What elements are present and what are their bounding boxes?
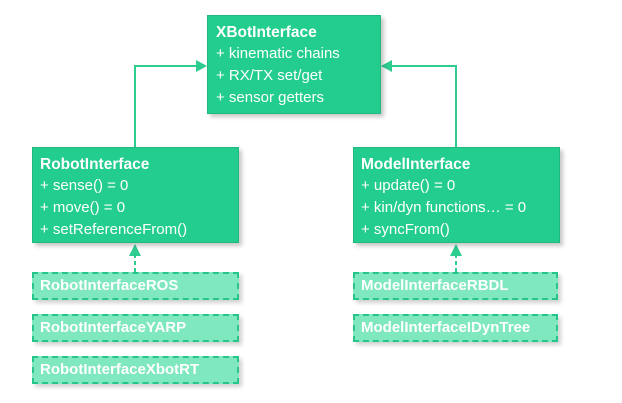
implementation-box-robotinterfaceyarp: RobotInterfaceYARP — [32, 314, 239, 342]
class-member: + move() = 0 — [40, 199, 126, 216]
implementation-box-robotinterfaceros: RobotInterfaceROS — [32, 272, 239, 300]
class-name: RobotInterface — [40, 156, 150, 173]
class-box-robotinterface: RobotInterface + sense() = 0 + move() = … — [32, 147, 239, 243]
arrowhead-icon — [196, 60, 207, 72]
inheritance-arrow-robot — [134, 65, 197, 147]
arrowhead-icon — [381, 60, 392, 72]
class-member: + sense() = 0 — [40, 177, 129, 194]
class-member: + RX/TX set/get — [216, 67, 323, 84]
arrowhead-icon — [129, 244, 141, 256]
class-member: + sensor getters — [216, 89, 324, 106]
implementation-box-robotinterfacexbotrt: RobotInterfaceXbotRT — [32, 356, 239, 384]
class-name: XBotInterface — [216, 24, 317, 41]
class-box-modelinterface: ModelInterface + update() = 0 + kin/dyn … — [353, 147, 560, 243]
class-name: ModelInterface — [361, 156, 471, 173]
inheritance-arrow-model — [392, 65, 457, 147]
arrowhead-icon — [450, 244, 462, 256]
class-member: + kin/dyn functions… = 0 — [361, 199, 527, 216]
class-member: + kinematic chains — [216, 45, 340, 62]
class-box-xbotinterface: XBotInterface + kinematic chains + RX/TX… — [207, 15, 381, 114]
class-member: + update() = 0 — [361, 177, 456, 194]
implementation-box-modelinterfacerbdl: ModelInterfaceRBDL — [353, 272, 558, 300]
implementation-box-modelinterfaceidyntree: ModelInterfaceIDynTree — [353, 314, 558, 342]
class-member: + syncFrom() — [361, 221, 450, 238]
class-member: + setReferenceFrom() — [40, 221, 188, 238]
